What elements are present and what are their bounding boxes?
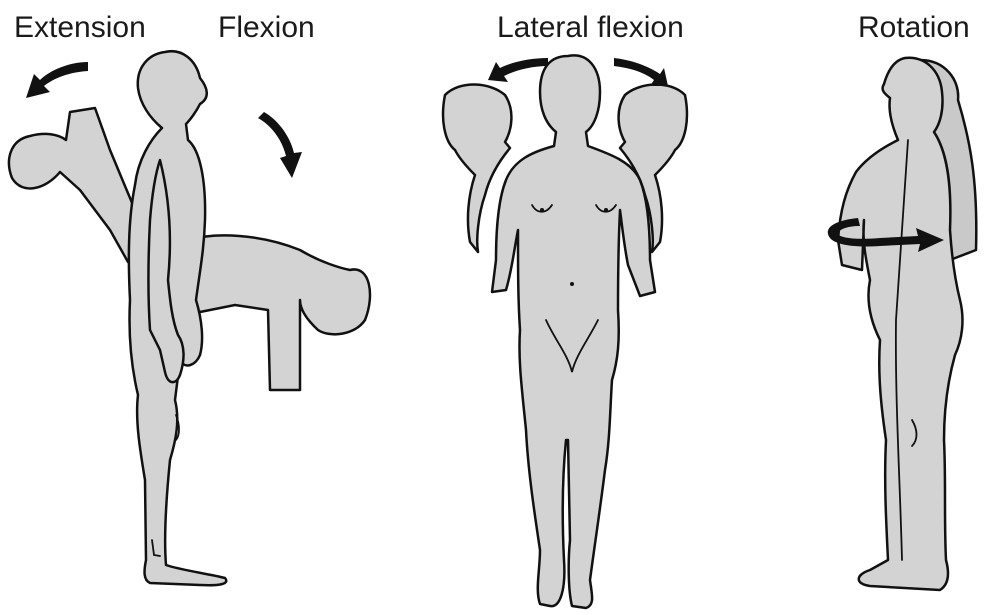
lateral-flexion-figure bbox=[443, 55, 687, 608]
extension-body-ghost bbox=[9, 108, 140, 262]
extension-arrow-icon bbox=[26, 62, 88, 98]
flexion-arrow-icon bbox=[258, 112, 302, 178]
lateral-right-arrow-icon bbox=[614, 58, 668, 86]
lateral-left-arrow-icon bbox=[488, 58, 548, 82]
rotation-figure bbox=[828, 58, 977, 590]
standing-body bbox=[129, 51, 226, 585]
extension-flexion-figure bbox=[9, 51, 370, 585]
navel-dot bbox=[570, 282, 574, 286]
flexion-body-ghost bbox=[190, 235, 370, 390]
